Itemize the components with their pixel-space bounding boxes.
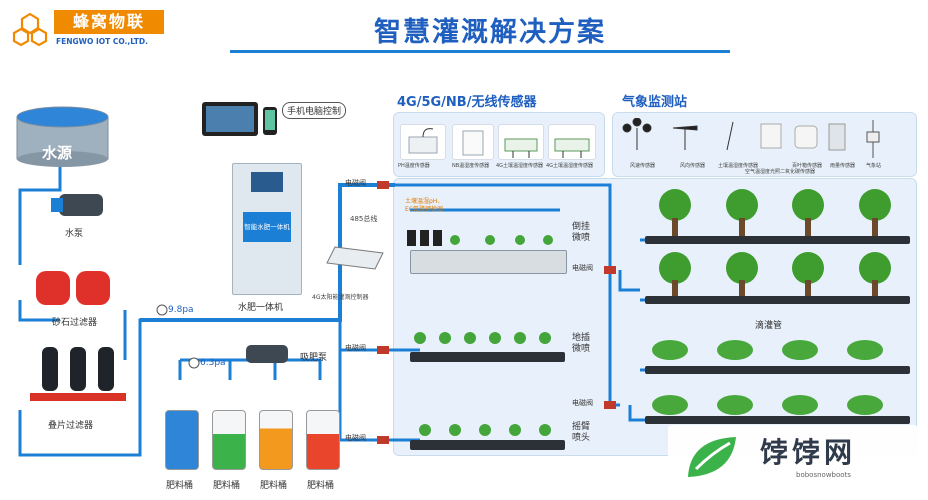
watermark-text: 饽饽网: [760, 436, 857, 469]
tank-4: [306, 410, 340, 470]
gauge-icon: [156, 304, 168, 316]
pressure-main: 9.8pa: [168, 305, 194, 315]
soil-probe-icon: [726, 121, 734, 151]
soil-probe-icons: [407, 230, 442, 246]
tank-1: [165, 410, 199, 470]
watermark-url: bobosnowboots: [796, 471, 851, 479]
solar-controller-icon: [326, 246, 384, 270]
sensor-device-4: [548, 124, 596, 160]
machine-screen: [251, 172, 283, 192]
rain-gauge-icon: [828, 123, 846, 151]
suction-pump-icon: [246, 345, 288, 363]
planting-bed: [645, 296, 910, 304]
suction-pump-label: 吸肥泵: [300, 353, 328, 363]
weather-label-7: 气象站: [866, 163, 882, 169]
sensor-label-1: PH温度传感器: [398, 163, 430, 169]
water-source-tank: [15, 105, 110, 167]
weather-label-3: 土壤温湿度传感器: [718, 163, 759, 169]
valve-label: 电磁阀: [345, 434, 366, 442]
planting-bed: [645, 416, 910, 424]
valve-icon: [604, 401, 616, 409]
gauge-icon: [188, 357, 200, 369]
water-tank-icon: [16, 106, 109, 167]
fertigation-machine: 智能水肥一体机: [232, 163, 302, 295]
sensor-device-3: [498, 124, 544, 160]
valve-label: 电磁阀: [345, 344, 366, 352]
shutter-box-icon: [760, 123, 782, 149]
disc-filter-icon: [30, 347, 126, 401]
water-pump-label: 水泵: [65, 229, 84, 239]
sensors-section-title: 4G/5G/NB/无线传感器: [397, 95, 537, 110]
sensor-device-1: [400, 124, 446, 160]
louver-icon: [794, 125, 818, 149]
weather-label-1: 风速传感器: [630, 163, 656, 169]
tank-label: 肥料桶: [213, 481, 241, 491]
rocker-spray-label: 摇臂喷头: [572, 422, 591, 443]
ground-spray-label: 地插微喷: [572, 333, 591, 354]
planting-bed: [645, 366, 910, 374]
trees: [652, 189, 891, 415]
valve-label: 电磁阀: [572, 399, 593, 407]
machine-panel: 智能水肥一体机: [243, 212, 291, 242]
valve-label: 电磁阀: [345, 179, 366, 187]
valve-icon: [604, 266, 616, 274]
soil-sensor-label: 土壤温湿pH、EC氮磷钾检测: [405, 198, 444, 213]
tank-2: [212, 410, 246, 470]
brand-name-en: FENGWO IOT CO.,LTD.: [56, 37, 148, 46]
valve-icon: [377, 436, 389, 444]
sand-filter-icon: [36, 271, 110, 305]
planting-bed: [410, 250, 567, 274]
sensor-label-3: 4G土壤温湿度传感器: [496, 163, 544, 169]
sensor-label-2: NB温湿度传感器: [452, 163, 490, 169]
rs485-label: 485总线: [350, 215, 378, 223]
sand-filter-label: 砂石过滤器: [52, 318, 98, 328]
brand-name: 蜂窝物联: [54, 10, 164, 34]
soil-sensor-icon: [554, 138, 590, 158]
sensor-device-2: [452, 124, 494, 160]
side-spray-label: 倒挂微喷: [572, 222, 591, 243]
controller-label: 4G太阳能灌溉控制器: [312, 294, 369, 301]
fertigation-machine-label: 水肥一体机: [238, 303, 284, 313]
drip-line-label: 滴灌管: [755, 321, 783, 331]
weather-label-2: 风向传感器: [680, 163, 706, 169]
valve-icon: [377, 346, 389, 354]
tablet-icon: [202, 102, 258, 136]
sensor-label-4: 4G土壤温湿度传感器: [546, 163, 594, 169]
watermark-leaf-icon: [688, 437, 736, 477]
tank-label: 肥料桶: [260, 481, 288, 491]
water-pump-icon: [51, 194, 103, 216]
phone-control-label: 手机电脑控制: [282, 102, 347, 119]
water-source-label: 水源: [42, 144, 73, 162]
weather-label-4: 空气温湿度光照二氧化碳传感器: [745, 169, 816, 175]
weather-label-5: 百叶箱传感器: [792, 163, 823, 169]
anemometer-icon: [622, 118, 652, 150]
watermark-box: 饽饽网 bobosnowboots: [668, 425, 918, 491]
valve-icon: [377, 181, 389, 189]
weather-devices: [622, 118, 880, 158]
wind-vane-icon: [672, 125, 698, 150]
page-title: 智慧灌溉解决方案: [374, 17, 606, 48]
title-underline: [230, 50, 730, 53]
seedlings: [414, 235, 553, 436]
tank-label: 肥料桶: [166, 481, 194, 491]
tank-label: 肥料桶: [307, 481, 335, 491]
valve-label: 电磁阀: [572, 264, 593, 272]
planting-bed: [410, 352, 565, 362]
disc-filter-label: 叠片过滤器: [48, 421, 94, 431]
soil-sensor-icon: [504, 138, 538, 158]
sensor-probe-icon: [408, 128, 438, 154]
planting-bed: [410, 440, 565, 450]
weather-station-icon: [866, 120, 880, 158]
sensor-box-icon: [462, 130, 484, 156]
weather-label-6: 雨量传感器: [830, 163, 856, 169]
pressure-suction: 6.3pa: [200, 358, 226, 368]
hexagon-logo-icon: [12, 12, 48, 47]
tank-3: [259, 410, 293, 470]
brand-logo: 蜂窝物联 FENGWO IOT CO.,LTD.: [10, 10, 170, 50]
phone-icon: [263, 107, 277, 135]
planting-bed: [645, 236, 910, 244]
weather-section-title: 气象监测站: [622, 95, 688, 110]
